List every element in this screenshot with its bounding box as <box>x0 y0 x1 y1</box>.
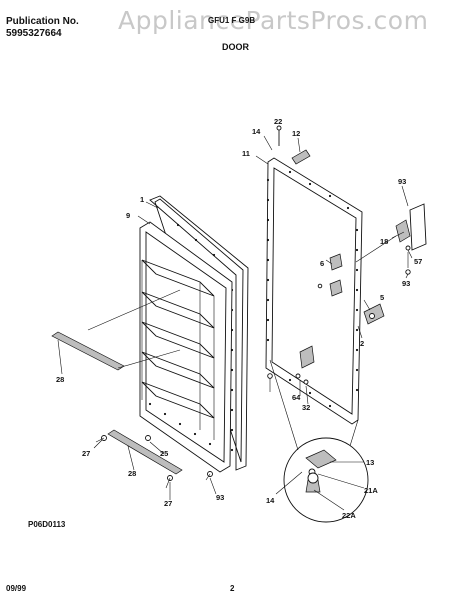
screw-set <box>95 435 213 489</box>
callout-32: 32 <box>302 403 310 412</box>
callout-21a: 21A <box>364 486 378 495</box>
door-liner-assembly <box>139 195 249 473</box>
diagram-code: P06D0113 <box>28 520 66 529</box>
callout-5: 5 <box>380 293 384 302</box>
callout-28-upper: 28 <box>56 375 64 384</box>
callout-11: 11 <box>242 149 250 158</box>
callout-22a: 22A <box>342 511 356 520</box>
shelf-bar-lower <box>107 429 183 475</box>
callout-22: 22 <box>274 117 282 126</box>
callout-25: 25 <box>160 449 168 458</box>
callout-14: 14 <box>252 127 261 136</box>
callout-13: 13 <box>366 458 374 467</box>
detail-circle <box>269 359 369 523</box>
page-number: 2 <box>230 584 235 593</box>
callout-64: 64 <box>292 393 301 402</box>
callout-12: 12 <box>292 129 300 138</box>
callout-6: 6 <box>320 259 324 268</box>
model-number: GFU1 F G9B <box>208 16 256 25</box>
shelf-bar-upper <box>51 289 181 371</box>
publication-label: Publication No. <box>6 16 79 27</box>
outer-door-panel <box>265 125 385 425</box>
footer-date: 09/99 <box>6 584 27 593</box>
callout-labels: 1 9 14 22 12 11 93 18 57 93 6 5 2 64 32 … <box>56 117 422 520</box>
callout-2: 2 <box>360 339 364 348</box>
callout-93-mid: 93 <box>402 279 410 288</box>
leader-lines <box>57 135 413 511</box>
callout-18: 18 <box>380 237 388 246</box>
section-title: DOOR <box>222 42 249 52</box>
callout-93-bottom: 93 <box>216 493 224 502</box>
callout-27-left: 27 <box>82 449 90 458</box>
hinge-assembly <box>355 203 427 275</box>
callout-27-bottom: 27 <box>164 499 172 508</box>
callout-93-top: 93 <box>398 177 406 186</box>
callout-9: 9 <box>126 211 130 220</box>
publication-number: 5995327664 <box>6 28 62 39</box>
callout-57: 57 <box>414 257 422 266</box>
callout-28-lower: 28 <box>128 469 136 478</box>
callout-14-detail: 14 <box>266 496 275 505</box>
watermark-text: AppliancePartsPros.com <box>118 6 429 35</box>
callout-1: 1 <box>140 195 144 204</box>
